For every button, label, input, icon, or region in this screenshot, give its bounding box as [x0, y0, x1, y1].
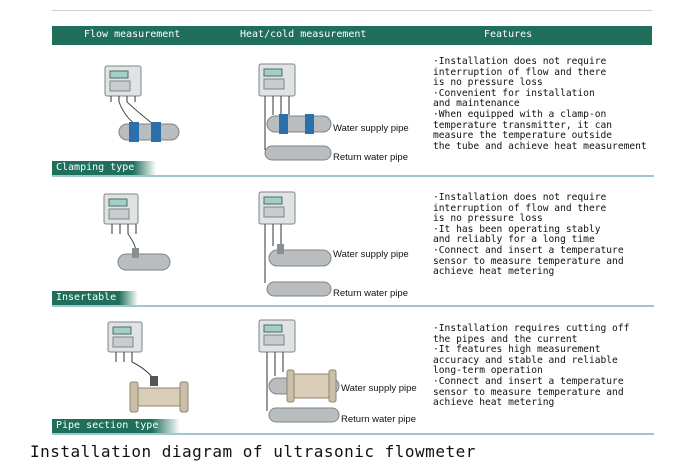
feature-line: and reliably for a long time — [433, 234, 595, 246]
feature-line: ·Connect and insert a temperature — [433, 244, 624, 256]
feature-line: achieve heat metering — [433, 266, 555, 278]
tag-insertable: Insertable — [52, 291, 139, 306]
feature-line: ·Installation does not require — [433, 56, 607, 67]
feature-line: long-term operation — [433, 365, 543, 377]
clamp-return-pipe-label: Return water pipe — [333, 152, 408, 163]
insertable-heat-diagram — [258, 191, 332, 297]
feature-line: the pipes and the current — [433, 333, 578, 345]
feature-line: and maintenance — [433, 98, 520, 110]
feature-line: interruption of flow and there — [433, 202, 607, 214]
feature-line: the tube and achieve heat measurement — [433, 140, 647, 152]
feature-line: achieve heat metering — [433, 397, 555, 409]
clamp-heat-diagram — [258, 63, 332, 161]
feature-line: is no pressure loss — [433, 213, 543, 225]
clamp-flow-diagram — [104, 65, 180, 142]
feature-line: ·Installation does not require — [433, 192, 607, 203]
pipe-section-features: ·Installation requires cutting off the p… — [433, 323, 663, 409]
top-rule — [52, 10, 652, 11]
feature-line: is no pressure loss — [433, 77, 543, 89]
pipe-section-flow-diagram — [107, 321, 189, 413]
feature-line: ·It features high measurement — [433, 344, 601, 356]
pipe-section-supply-pipe-label: Water supply pipe — [341, 383, 417, 394]
insertable-supply-pipe-label: Water supply pipe — [333, 249, 409, 260]
header-heat-cold-measurement: Heat/cold measurement — [240, 29, 367, 40]
header-flow-measurement: Flow measurement — [84, 29, 181, 40]
feature-line: ·It has been operating stably — [433, 223, 601, 235]
feature-line: ·When equipped with a clamp-on — [433, 108, 607, 120]
feature-line: ·Convenient for installation — [433, 87, 595, 99]
feature-line: sensor to measure temperature and — [433, 386, 624, 398]
insertable-flow-diagram — [103, 193, 171, 271]
section-divider — [52, 175, 654, 177]
feature-line: accuracy and stable and reliable — [433, 354, 618, 366]
insertable-features: ·Installation does not require interrupt… — [433, 192, 663, 278]
pipe-section-heat-diagram — [258, 319, 340, 423]
feature-line: ·Installation requires cutting off — [433, 323, 630, 334]
insertable-return-pipe-label: Return water pipe — [333, 288, 408, 299]
feature-line: interruption of flow and there — [433, 66, 607, 78]
header-features: Features — [484, 29, 533, 40]
feature-line: ·Connect and insert a temperature — [433, 375, 624, 387]
clamp-features: ·Installation does not require interrupt… — [433, 56, 663, 152]
feature-line: sensor to measure temperature and — [433, 255, 624, 267]
clamp-supply-pipe-label: Water supply pipe — [333, 123, 409, 134]
table-header: Flow measurement Heat/cold measurement F… — [52, 26, 652, 45]
section-divider — [52, 433, 654, 435]
feature-line: measure the temperature outside — [433, 130, 613, 142]
tag-pipe-section-type: Pipe section type — [52, 419, 181, 434]
section-divider — [52, 305, 654, 307]
tag-clamping-type: Clamping type — [52, 161, 157, 176]
feature-line: temperature transmitter, it can — [433, 119, 613, 131]
pipe-section-return-pipe-label: Return water pipe — [341, 414, 416, 425]
diagram-caption: Installation diagram of ultrasonic flowm… — [30, 442, 476, 461]
